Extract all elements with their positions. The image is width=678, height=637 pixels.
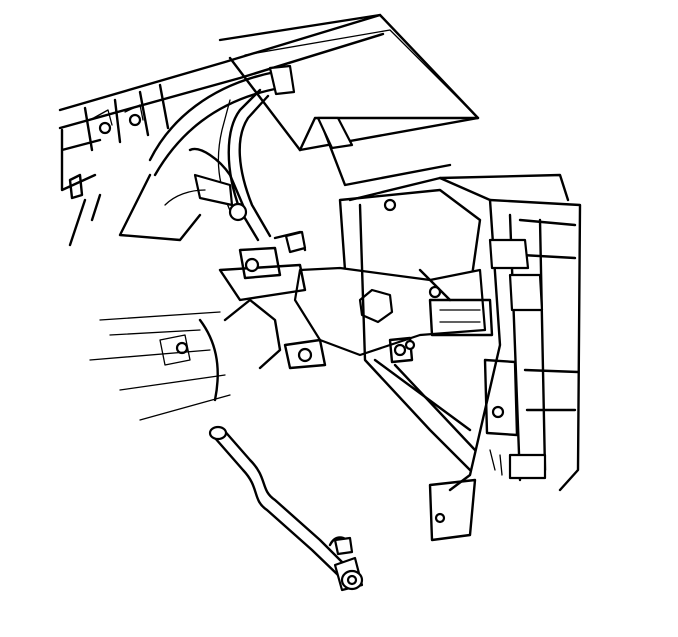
frame-rail-lower — [89, 311, 231, 421]
nut — [428, 285, 442, 299]
nut — [383, 198, 397, 212]
upper-tie-bar — [58, 13, 480, 247]
bolt — [491, 405, 505, 419]
nut — [404, 339, 416, 351]
bolt — [244, 257, 260, 273]
nut — [393, 343, 407, 357]
radiator-support-panel — [348, 173, 582, 542]
mounting-bracket — [218, 188, 494, 370]
bolt — [297, 347, 313, 363]
lower-pipe-removed — [208, 425, 364, 592]
coolant-hose — [118, 64, 296, 242]
